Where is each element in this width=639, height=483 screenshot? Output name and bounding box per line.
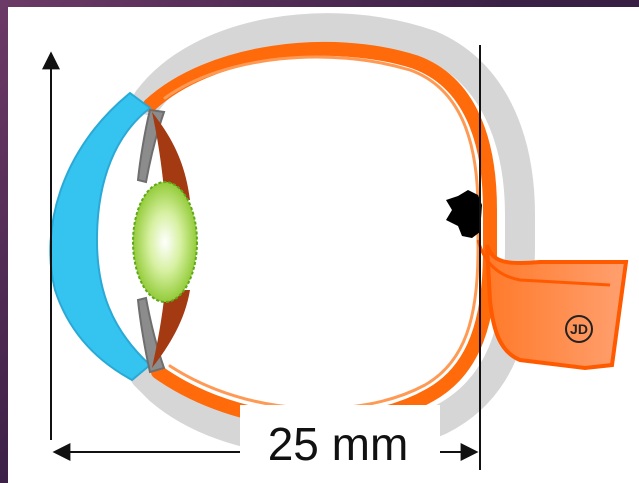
monogram-circle [565,315,593,343]
blind-spot [446,190,482,238]
iris-lower [152,290,190,368]
lens [132,181,198,303]
dimension-label-background [240,405,440,475]
dimension-label: 25 mm [268,418,409,470]
iris-upper [152,112,190,200]
retina [143,41,497,428]
cornea [49,91,152,382]
monogram: JD [570,321,588,337]
optic-nerve [485,244,629,371]
retina-highlight [163,55,480,411]
